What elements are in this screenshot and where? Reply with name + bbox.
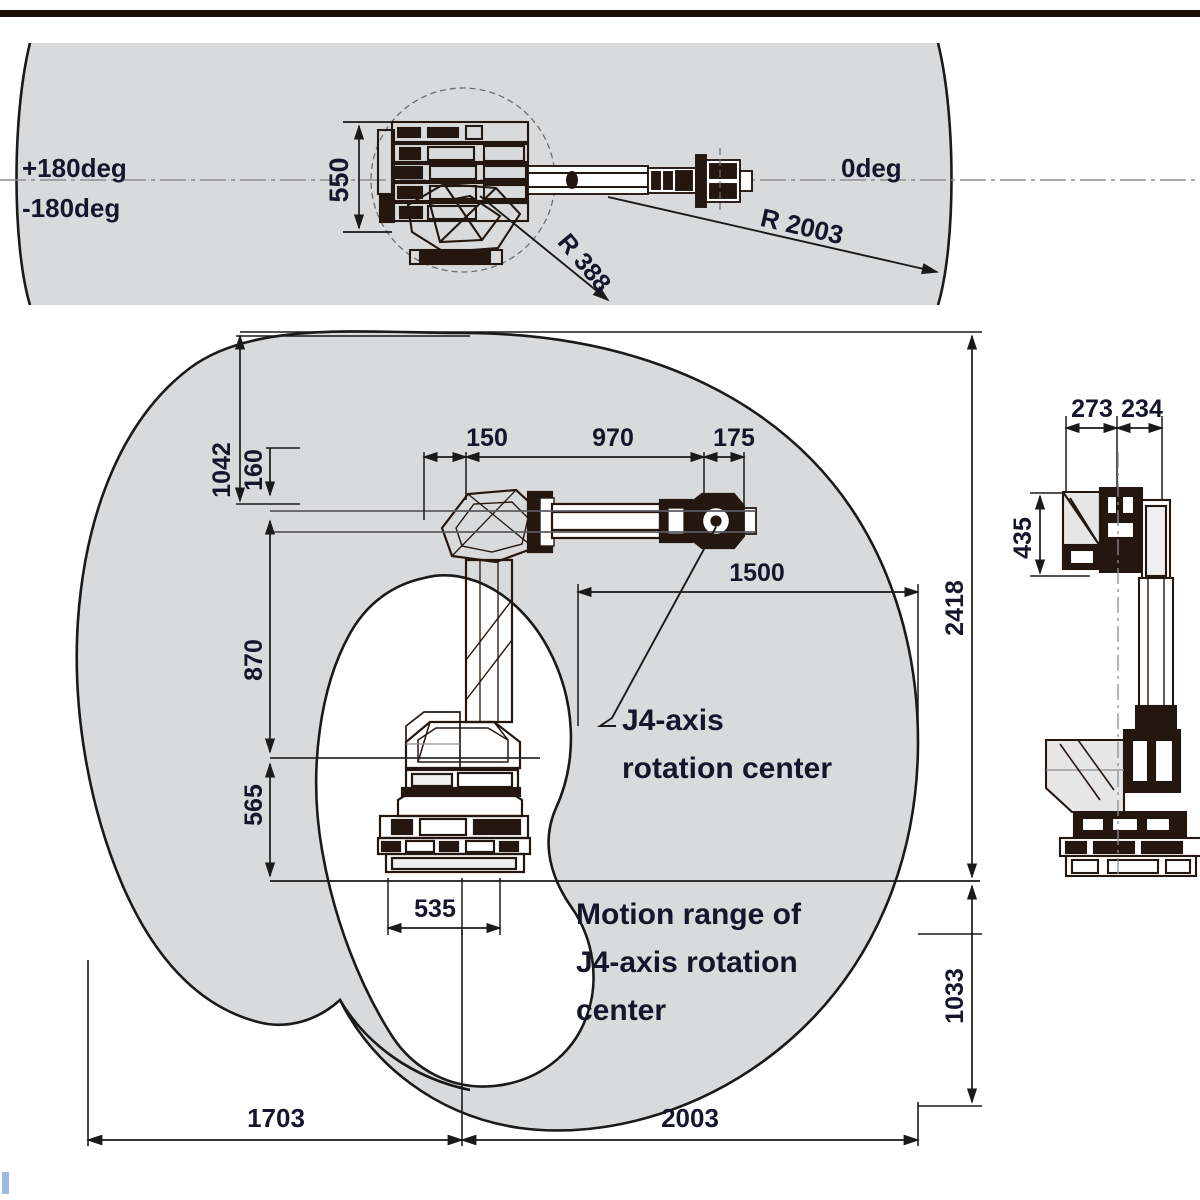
dim-870-label: 870 [240,639,268,681]
top-view-left-arc [15,42,32,306]
dim-535-label: 535 [414,895,456,923]
label-0deg: 0deg [841,153,902,183]
front-view-group: 273 234 435 [1009,395,1200,878]
dim-160-label: 160 [240,449,268,491]
top-view-arm [527,148,753,214]
page-corner-mark [2,1172,9,1194]
dim-870: 870 [240,519,276,754]
dim-273-label: 273 [1071,395,1113,423]
dim-1042-label: 1042 [208,442,236,498]
note-motion-line1: Motion range of [576,898,802,931]
dim-row-top: 150 970 175 [422,424,755,520]
note-j4-line2: rotation center [622,752,832,785]
dim-565-label: 565 [240,784,268,826]
dim-2418: 2418 [240,331,982,879]
dim-535: 535 [386,878,502,935]
note-j4-axis: J4-axis rotation center [596,526,832,785]
dim-160: 160 [240,447,300,497]
dim-175-label: 175 [713,424,755,452]
dim-273: 273 [1064,395,1119,434]
dim-2418-label: 2418 [941,580,969,636]
dim-435-label: 435 [1009,517,1037,559]
note-motion-range: Motion range of J4-axis rotation center [576,898,802,1027]
dim-1033-label: 1033 [941,968,969,1024]
motion-envelope-inner [314,574,595,1088]
dim-row-bottom: 1703 2003 [86,930,920,1146]
envelope-lower-left-edge [338,999,471,1092]
dim-234-label: 234 [1121,395,1163,423]
label-plus-180deg: +180deg [22,153,127,183]
top-view-right-arc [936,42,953,306]
side-view-robot [376,488,757,874]
side-view-group: 1042 160 870 565 150 [75,330,982,1146]
dim-565: 565 [240,762,276,878]
dim-550-label: 550 [324,157,354,202]
note-motion-line2: J4-axis rotation [576,946,798,979]
dim-234: 234 [1115,395,1164,434]
dim-970-label: 970 [592,424,634,452]
note-j4-line1: J4-axis [622,704,724,737]
dim-1042: 1042 [208,334,470,505]
j4-leader-line [596,526,717,727]
front-view-robot [1044,486,1200,878]
dim-1703-label: 1703 [247,1103,305,1133]
dim-1033: 1033 [918,884,982,1107]
top-view-group: 550 R 2003 R 388 +180deg -180deg 0deg [0,42,1200,306]
dim-1500: 1500 [576,559,920,726]
top-rule [0,10,1200,17]
top-view-robot [376,120,530,266]
note-motion-line3: center [576,994,666,1027]
dim-2003-label: 2003 [661,1103,719,1133]
dim-150-label: 150 [466,424,508,452]
label-minus-180deg: -180deg [22,193,120,223]
dim-1500-label: 1500 [729,559,785,587]
dim-550: 550 [324,121,392,233]
